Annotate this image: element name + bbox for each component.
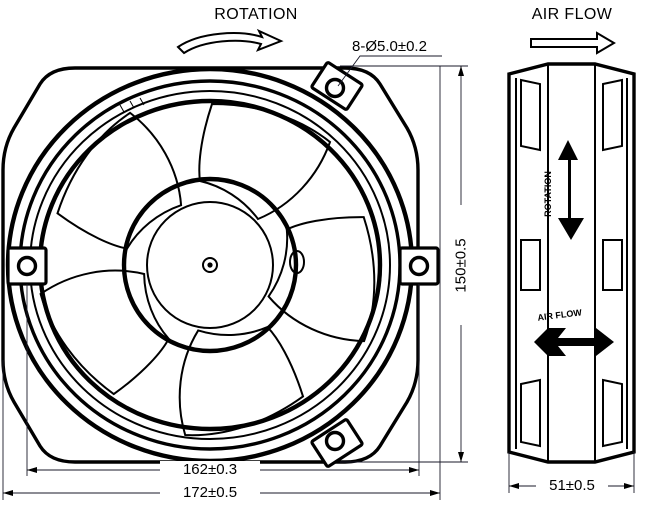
embossed-rotation-mark: ROTATION [543, 140, 584, 240]
hole-callout-wrap: 8-Ø5.0±0.2 [352, 38, 427, 56]
embossed-airflow-text: AIR FLOW [537, 307, 583, 322]
dimension-150-label: 150±0.5 [452, 237, 470, 293]
impeller-blades [39, 102, 376, 437]
dimension-162-label: 162±0.3 [182, 461, 238, 478]
side-flange-slots-left [520, 78, 541, 448]
hub [121, 176, 305, 354]
front-view [1, 61, 440, 468]
dimension-162 [26, 284, 420, 476]
embossed-airflow-mark: AIR FLOW [534, 307, 614, 356]
side-view-dimensions [508, 452, 635, 493]
dimension-172-label: 172±0.5 [182, 484, 238, 501]
side-view: ROTATION AIR FLOW [507, 62, 636, 464]
airflow-arrow-icon [530, 31, 616, 55]
frame-ribs [119, 97, 145, 113]
hole-callout-label: 8-Ø5.0±0.2 [352, 38, 427, 55]
hole-callout-leader [337, 55, 442, 87]
mounting-ear-top-right [310, 61, 364, 111]
dimension-150 [340, 65, 468, 463]
dimension-51-label: 51±0.5 [549, 477, 595, 494]
side-flange-slots-right [602, 78, 623, 448]
mounting-ear-left [6, 246, 48, 286]
embossed-rotation-text: ROTATION [543, 171, 553, 217]
dimension-51-wrap: 51±0.5 [536, 477, 608, 495]
dimension-172-wrap: 172±0.5 [160, 484, 260, 502]
airflow-label: AIR FLOW [531, 6, 613, 23]
rotation-arrow-icon [176, 28, 284, 55]
airflow-label-wrap: AIR FLOW [512, 6, 632, 24]
dimension-162-wrap: 162±0.3 [160, 461, 260, 479]
mounting-ear-bottom-right [310, 418, 364, 468]
dimension-150-wrap: 150±0.5 [430, 200, 492, 330]
side-body-outline [507, 62, 636, 464]
rotation-label: ROTATION [214, 6, 298, 23]
rotation-label-wrap: ROTATION [186, 6, 326, 24]
dimension-172 [2, 66, 441, 500]
front-view-dimensions [2, 55, 468, 500]
